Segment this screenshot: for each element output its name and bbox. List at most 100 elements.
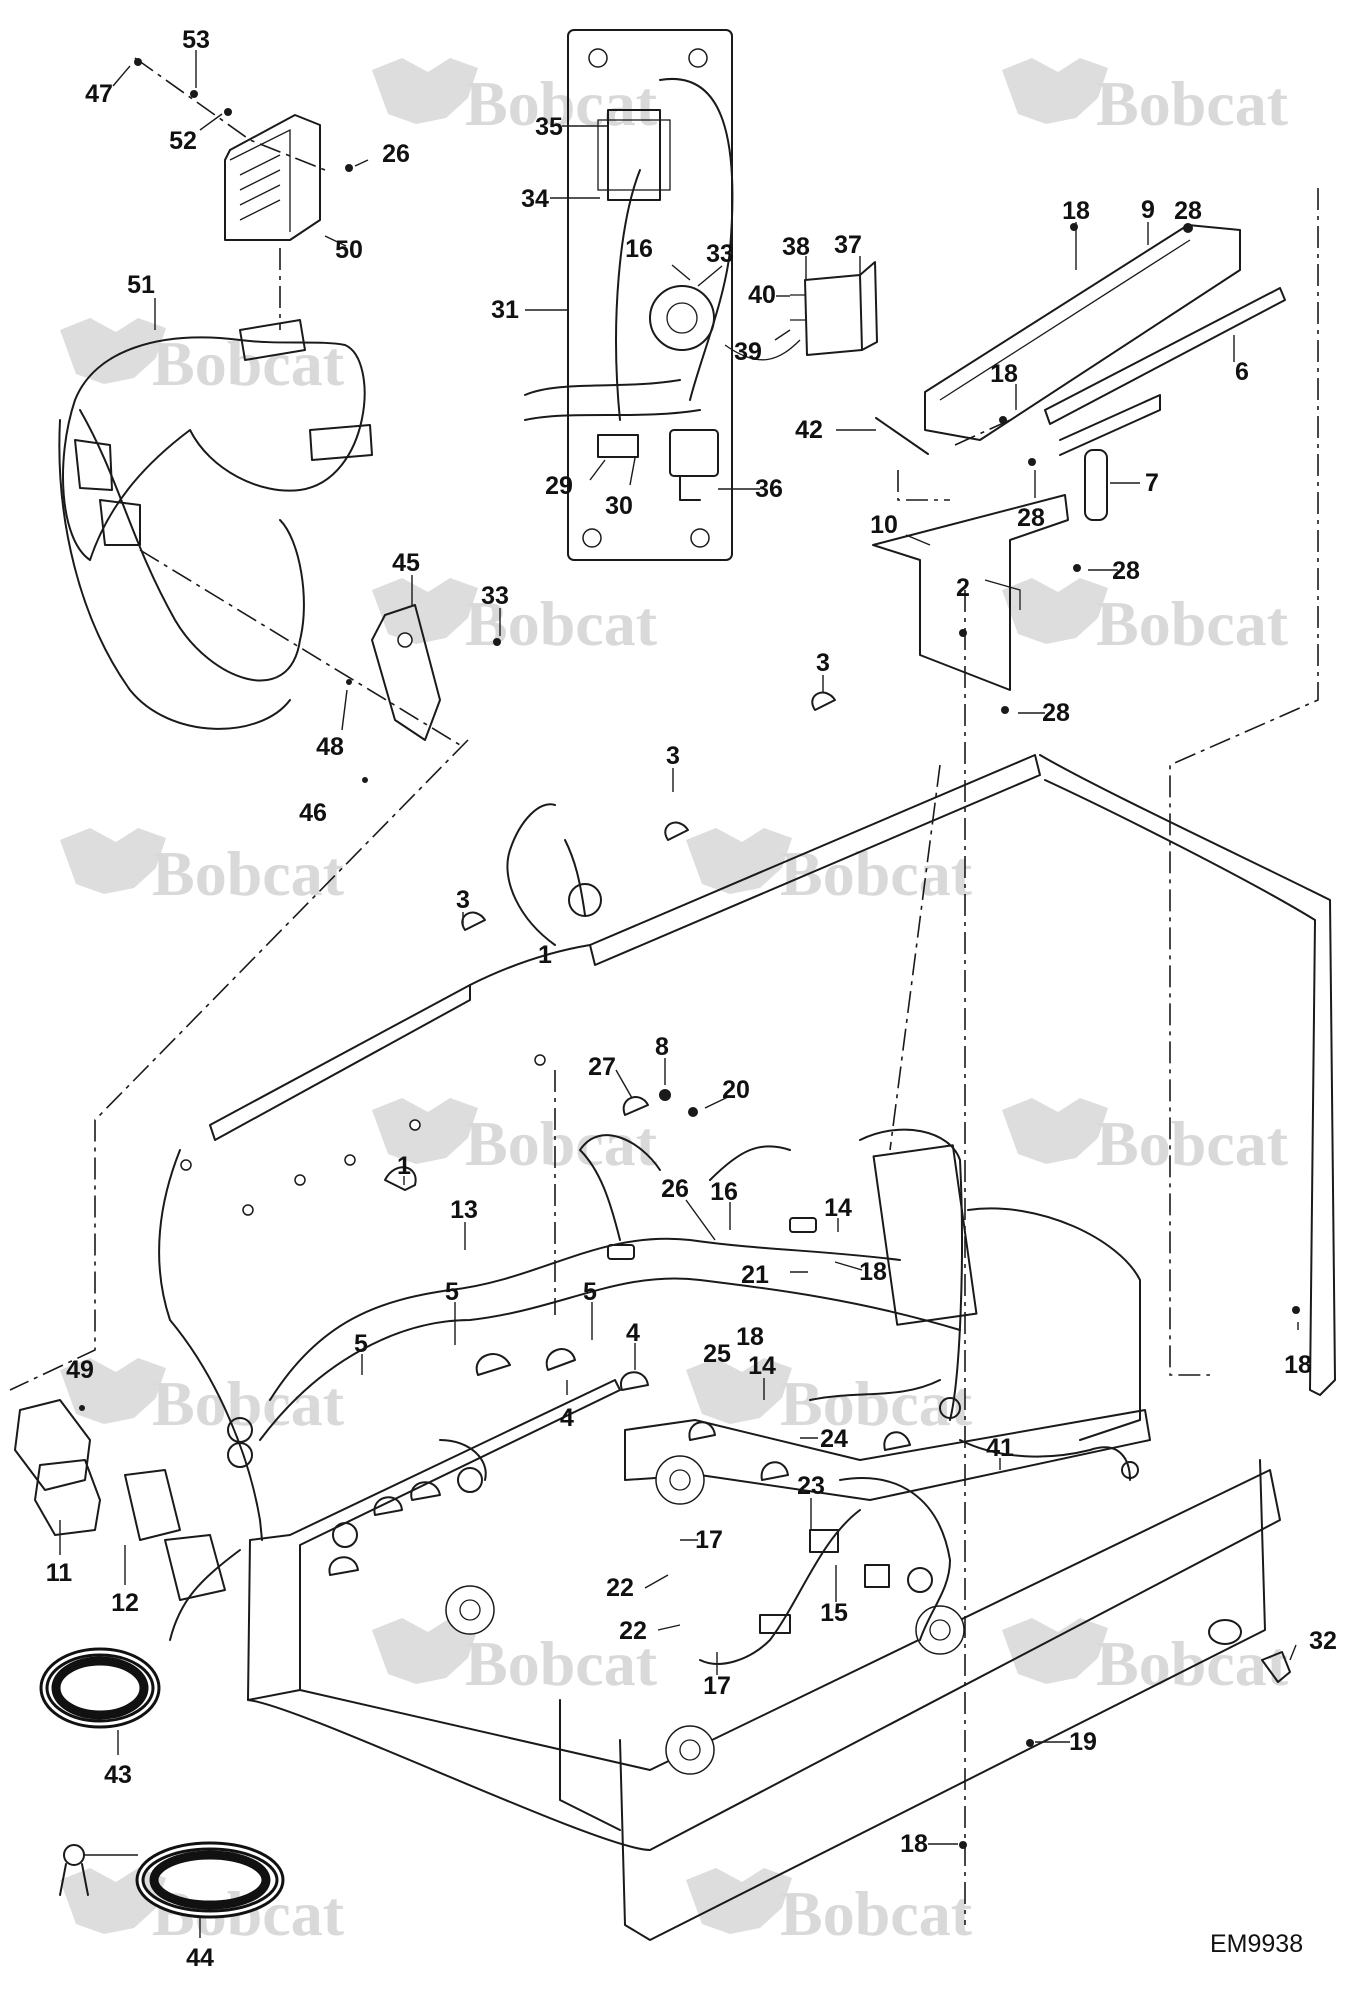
harness-clamps bbox=[328, 691, 911, 1576]
callout-label: 18 bbox=[859, 1258, 887, 1286]
callout-label: 18 bbox=[736, 1323, 764, 1351]
wire-harness-lower bbox=[169, 803, 1139, 1665]
callout-label: 12 bbox=[111, 1589, 139, 1617]
watermark: Bobcat bbox=[1096, 1108, 1289, 1179]
callout-label: 45 bbox=[392, 549, 420, 577]
callout-label: 29 bbox=[545, 472, 573, 500]
callout-label: 17 bbox=[703, 1672, 731, 1700]
callout-label: 23 bbox=[797, 1472, 825, 1500]
callout-label: 50 bbox=[335, 236, 363, 264]
callout-label: 5 bbox=[583, 1278, 597, 1306]
callout-label: 3 bbox=[816, 649, 830, 677]
watermark: Bobcat bbox=[465, 1628, 658, 1699]
callout-label: 5 bbox=[354, 1330, 368, 1358]
callout-label: 33 bbox=[481, 582, 509, 610]
callout-label: 17 bbox=[695, 1526, 723, 1554]
callout-label: 21 bbox=[741, 1261, 769, 1289]
callout-label: 20 bbox=[722, 1076, 750, 1104]
callout-label: 15 bbox=[820, 1599, 848, 1627]
callout-label: 52 bbox=[169, 127, 197, 155]
callout-label: 2 bbox=[956, 574, 970, 602]
callout-label: 16 bbox=[710, 1178, 738, 1206]
callout-label: 36 bbox=[755, 475, 783, 503]
callout-label: 13 bbox=[450, 1196, 478, 1224]
assembly-lines bbox=[9, 57, 1319, 1925]
wire-harness-upper bbox=[58, 319, 373, 730]
callout-label: 25 bbox=[703, 1340, 731, 1368]
watermark: Bobcat bbox=[465, 68, 658, 139]
hose-44 bbox=[59, 1841, 285, 1919]
callout-label: 47 bbox=[85, 80, 113, 108]
callout-label: 8 bbox=[655, 1033, 669, 1061]
callout-label: 22 bbox=[619, 1617, 647, 1645]
diagram-code: EM9938 bbox=[1210, 1930, 1303, 1958]
callout-label: 40 bbox=[748, 281, 776, 309]
support-rails bbox=[872, 223, 1286, 714]
callout-label: 9 bbox=[1141, 196, 1155, 224]
callout-label: 41 bbox=[986, 1434, 1014, 1462]
callout-label: 30 bbox=[605, 492, 633, 520]
callout-label: 4 bbox=[626, 1319, 640, 1347]
callout-label: 18 bbox=[900, 1830, 928, 1858]
bracket-45 bbox=[346, 604, 501, 783]
hose-43 bbox=[39, 1647, 161, 1729]
callout-label: 3 bbox=[666, 742, 680, 770]
watermark: Bobcat bbox=[465, 588, 658, 659]
watermark: Bobcat bbox=[780, 1368, 973, 1439]
grommet-32 bbox=[959, 1306, 1300, 1849]
watermark: Bobcat bbox=[465, 1108, 658, 1179]
fuse-holders bbox=[14, 1399, 226, 1601]
callout-label: 7 bbox=[1145, 469, 1159, 497]
watermark: Bobcat bbox=[152, 838, 345, 909]
callout-label: 27 bbox=[588, 1053, 616, 1081]
leader-lines bbox=[59, 50, 1299, 1938]
callout-label: 46 bbox=[299, 799, 327, 827]
callout-label: 37 bbox=[834, 231, 862, 259]
callout-label: 35 bbox=[535, 113, 563, 141]
callout-label: 1 bbox=[397, 1152, 411, 1180]
callout-label: 42 bbox=[795, 416, 823, 444]
callout-label: 43 bbox=[104, 1761, 132, 1789]
callout-label: 28 bbox=[1174, 197, 1202, 225]
watermark: Bobcat bbox=[152, 328, 345, 399]
disconnect-panel bbox=[524, 29, 801, 561]
machine-frame bbox=[158, 754, 1336, 1941]
callout-label: 48 bbox=[316, 733, 344, 761]
callout-label: 34 bbox=[521, 185, 549, 213]
callout-label: 49 bbox=[66, 1356, 94, 1384]
callout-label: 14 bbox=[824, 1194, 852, 1222]
callout-label: 1 bbox=[538, 941, 552, 969]
callout-label: 10 bbox=[870, 511, 898, 539]
callout-label: 4 bbox=[560, 1404, 574, 1432]
callout-label: 18 bbox=[990, 360, 1018, 388]
watermark: Bobcat bbox=[152, 1368, 345, 1439]
callout-label: 6 bbox=[1235, 358, 1249, 386]
callout-label: 11 bbox=[46, 1559, 73, 1587]
relay-37 bbox=[790, 261, 878, 356]
callout-label: 3 bbox=[456, 886, 470, 914]
callout-label: 33 bbox=[706, 240, 734, 268]
callout-label: 19 bbox=[1069, 1728, 1097, 1756]
bobcat-logo-icon bbox=[60, 58, 1108, 1934]
callout-label: 18 bbox=[1284, 1351, 1312, 1379]
callout-label: 51 bbox=[127, 271, 155, 299]
callout-label: 38 bbox=[782, 233, 810, 261]
callout-label: 16 bbox=[625, 235, 653, 263]
callout-label: 5 bbox=[445, 1278, 459, 1306]
watermark: Bobcat bbox=[1096, 68, 1289, 139]
callout-label: 18 bbox=[1062, 197, 1090, 225]
watermark: Bobcat bbox=[780, 1878, 973, 1949]
watermark: Bobcat bbox=[1096, 1628, 1289, 1699]
ecu-module bbox=[134, 58, 353, 241]
callout-label: 53 bbox=[182, 26, 210, 54]
callout-label: 39 bbox=[734, 338, 762, 366]
watermark: Bobcat bbox=[1096, 588, 1289, 659]
callout-label: 31 bbox=[491, 296, 519, 324]
watermark-layer: Bobcat Bobcat Bobcat Bobcat Bobcat Bobca… bbox=[60, 58, 1289, 1949]
callout-label: 28 bbox=[1042, 699, 1070, 727]
callout-label: 14 bbox=[748, 1352, 776, 1380]
callout-label: 26 bbox=[661, 1175, 689, 1203]
callout-label: 22 bbox=[606, 1574, 634, 1602]
